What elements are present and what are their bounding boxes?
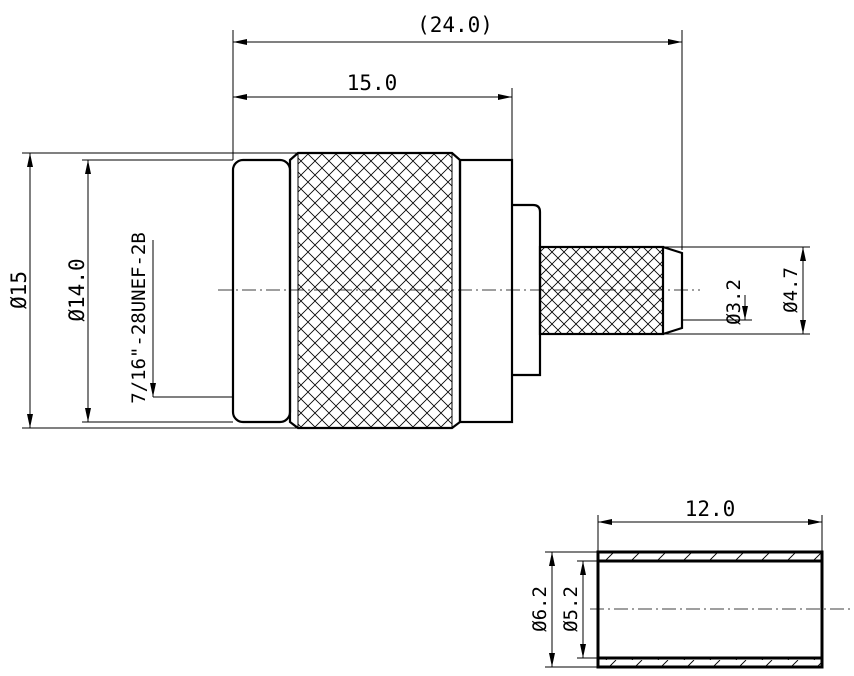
body-boss: [512, 203, 542, 377]
dimension-outer-diameter: Ø15: [7, 152, 298, 429]
dimension-ferrule-length: 12.0: [597, 497, 823, 552]
overall-length-label: (24.0): [417, 13, 493, 37]
coupling-nut-outline: [231, 158, 292, 424]
dimension-crimp-inner: Ø3.2: [682, 279, 752, 325]
body-length-label: 15.0: [347, 71, 398, 95]
crimp-inner-diameter-label: Ø3.2: [723, 279, 745, 325]
connector-side-view: [218, 151, 700, 430]
nut-diameter-label: Ø14.0: [65, 258, 89, 321]
crimp-sleeve-knurl: [538, 245, 684, 336]
dimension-crimp-outer: Ø4.7: [663, 246, 810, 335]
knurled-body: [288, 151, 462, 430]
body-rear-section: [458, 158, 514, 424]
thread-spec-label: 7/16"-28UNEF-2B: [128, 232, 150, 404]
ferrule-inner-diameter-label: Ø5.2: [560, 586, 582, 632]
ferrule-section-view: [590, 550, 852, 669]
outer-diameter-label: Ø15: [7, 271, 31, 309]
thread-callout: 7/16"-28UNEF-2B: [128, 232, 233, 404]
crimp-outer-diameter-label: Ø4.7: [780, 267, 802, 313]
ferrule-outer-diameter-label: Ø6.2: [529, 586, 551, 632]
ferrule-length-label: 12.0: [685, 497, 736, 521]
dimension-body-length: 15.0: [233, 71, 513, 160]
dimension-ferrule-outer: Ø6.2: [529, 551, 598, 668]
dimension-ferrule-inner: Ø5.2: [560, 560, 598, 659]
dimension-nut-diameter: Ø14.0: [65, 159, 233, 423]
